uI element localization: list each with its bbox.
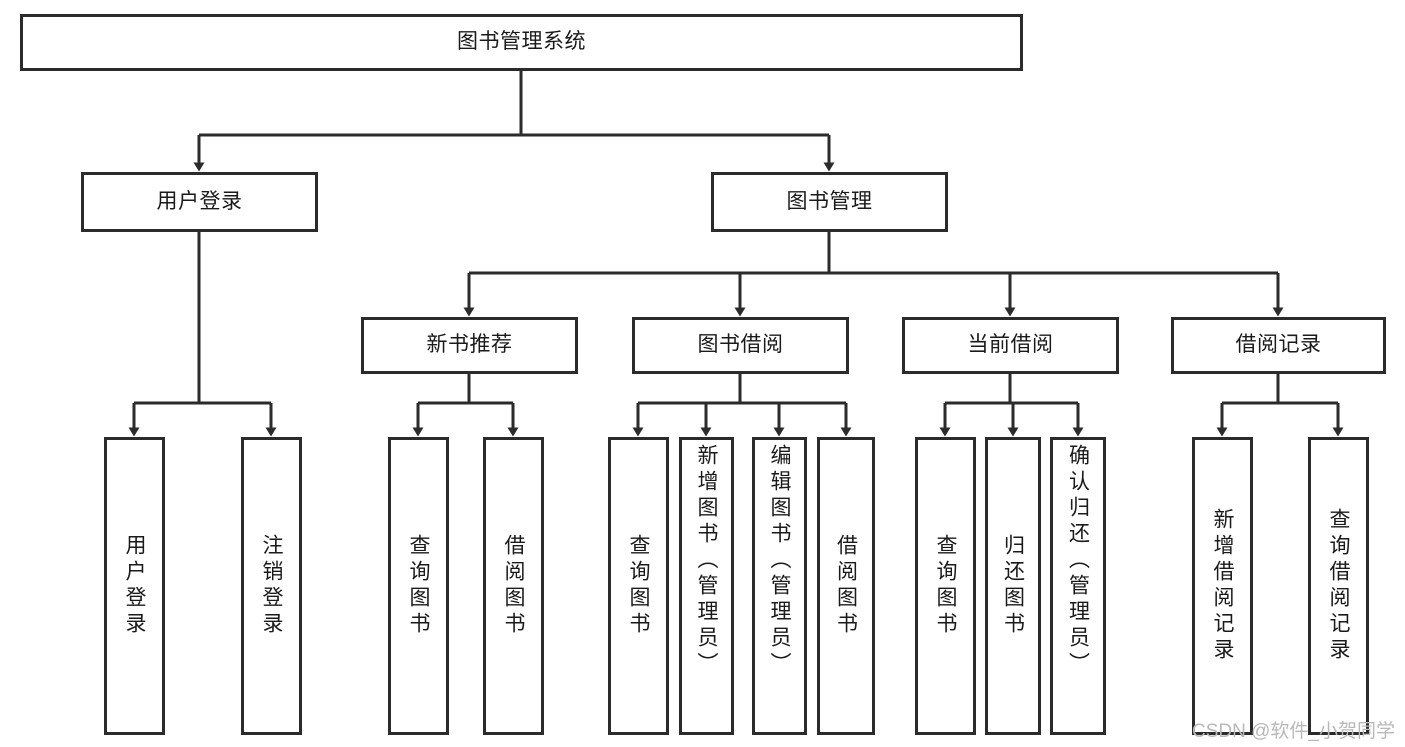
node-leaf-add-borrow-record[interactable]: 新增借阅记录	[1192, 437, 1253, 735]
node-leaf-user-logout[interactable]: 注销登录	[241, 437, 302, 735]
node-label: 当前借阅	[967, 333, 1054, 357]
node-label: 确认归还（管理员）	[1066, 444, 1090, 678]
node-leaf-query-book-current[interactable]: 查询图书	[915, 437, 976, 735]
node-label: 新增借阅记录	[1211, 508, 1234, 664]
node-label: 新书推荐	[426, 333, 513, 357]
node-leaf-query-borrow-record[interactable]: 查询借阅记录	[1308, 437, 1369, 735]
node-label: 查询图书	[407, 534, 430, 638]
node-current-borrow[interactable]: 当前借阅	[902, 317, 1119, 374]
node-leaf-borrow-book-recommend[interactable]: 借阅图书	[483, 437, 544, 735]
node-leaf-borrow-book[interactable]: 借阅图书	[817, 437, 875, 735]
node-label: 用户登录	[123, 534, 146, 638]
node-label: 借阅记录	[1235, 333, 1322, 357]
node-new-book-recommend[interactable]: 新书推荐	[361, 317, 578, 374]
node-leaf-return-book[interactable]: 归还图书	[985, 437, 1041, 735]
node-book-borrow[interactable]: 图书借阅	[632, 317, 849, 374]
node-label: 借阅图书	[502, 534, 525, 638]
node-book-manage[interactable]: 图书管理	[711, 172, 948, 232]
node-borrow-record[interactable]: 借阅记录	[1171, 317, 1386, 374]
node-label: 用户登录	[156, 189, 243, 213]
node-user-login[interactable]: 用户登录	[81, 172, 318, 232]
node-label: 查询图书	[934, 534, 957, 638]
node-label: 编辑图书（管理员）	[768, 444, 791, 678]
node-label: 图书借阅	[697, 333, 784, 357]
node-label: 新增图书（管理员）	[695, 444, 718, 678]
node-label: 注销登录	[260, 534, 283, 638]
node-label: 查询借阅记录	[1327, 508, 1350, 664]
node-root-system[interactable]: 图书管理系统	[20, 14, 1023, 71]
node-leaf-confirm-return[interactable]: 确认归还（管理员）	[1050, 437, 1106, 735]
node-label: 图书管理	[786, 189, 873, 213]
node-leaf-add-book[interactable]: 新增图书（管理员）	[679, 437, 734, 735]
node-leaf-user-login[interactable]: 用户登录	[104, 437, 165, 735]
node-label: 查询图书	[627, 534, 650, 638]
watermark-text: CSDN @软件_小贺同学	[1192, 721, 1395, 742]
node-label: 归还图书	[1001, 534, 1025, 638]
node-leaf-query-book-borrow[interactable]: 查询图书	[608, 437, 669, 735]
node-label: 图书管理系统	[457, 30, 586, 54]
node-leaf-edit-book[interactable]: 编辑图书（管理员）	[752, 437, 807, 735]
node-label: 借阅图书	[834, 534, 858, 638]
node-leaf-query-book-recommend[interactable]: 查询图书	[388, 437, 449, 735]
